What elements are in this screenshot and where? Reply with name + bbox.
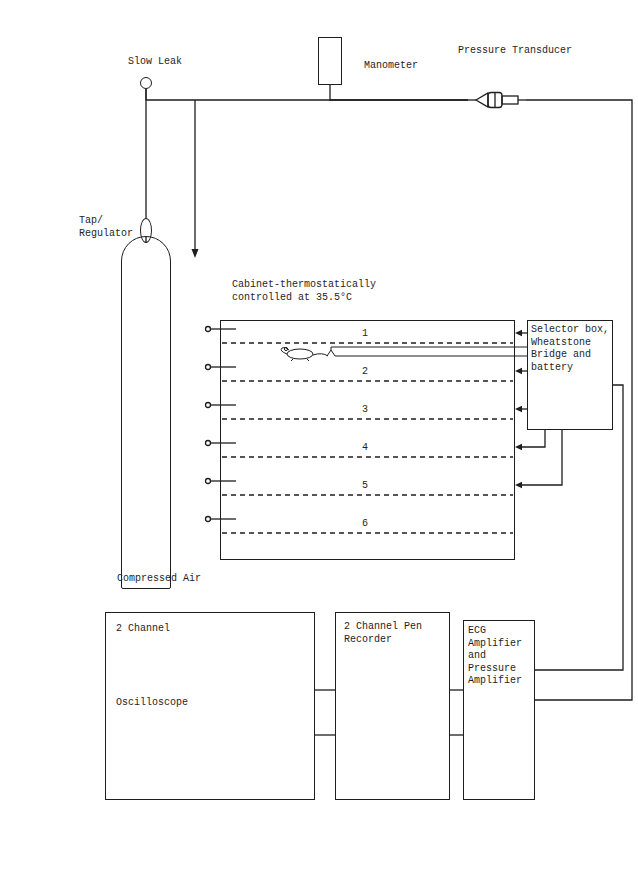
shelf-number: 6: [362, 518, 368, 531]
amplifier-box: ECG Amplifier and Pressure Amplifier: [463, 620, 535, 800]
node-label: Compressed Air: [117, 573, 201, 586]
transducer-symbol: [468, 91, 526, 109]
connector-line: [330, 85, 468, 100]
manometer-tube: Manometer: [318, 37, 342, 85]
connector-line: [146, 89, 468, 100]
valve-symbol: Tap/ Regulator: [140, 218, 152, 243]
gas-cylinder: Compressed Air: [121, 236, 171, 589]
connector-line: [526, 100, 632, 700]
connector-arrow: [515, 368, 527, 374]
shelf-number: 3: [362, 404, 368, 417]
shelf-number: 4: [362, 442, 368, 455]
node-label: 2 Channel Pen Recorder: [344, 621, 441, 646]
connector-arrow: [515, 330, 527, 336]
connector-arrow: [515, 430, 562, 488]
node-label: Selector box, Wheatstone Bridge and batt…: [531, 324, 609, 374]
connector-arrow: [515, 430, 545, 450]
shelf-lines: [222, 343, 513, 533]
recorder-box: 2 Channel Pen Recorder: [335, 612, 450, 800]
mouse-drawing: [281, 347, 328, 361]
connector-line: [146, 236, 147, 243]
node-sublabel: Oscilloscope: [116, 697, 188, 710]
shelf-number: 1: [362, 328, 368, 341]
node-label: ECG Amplifier and Pressure Amplifier: [468, 625, 530, 688]
node-label: Tap/ Regulator: [79, 215, 137, 240]
node-label: Manometer: [364, 60, 418, 73]
connector-line: [450, 690, 463, 691]
electrode-wires: [327, 347, 527, 356]
selector-box: Selector box, Wheatstone Bridge and batt…: [527, 320, 613, 430]
connector-line: [315, 735, 335, 736]
connector-line: [315, 690, 335, 691]
shelf-number: 2: [362, 366, 368, 379]
connector-line: [146, 89, 147, 218]
connector-arrow: [515, 406, 527, 412]
valve-symbol: Slow Leak: [140, 77, 152, 89]
connector-line: [450, 735, 463, 736]
node-label: Slow Leak: [128, 56, 182, 69]
shelf-number: 5: [362, 480, 368, 493]
oscilloscope-box: 2 ChannelOscilloscope: [105, 612, 315, 800]
air-inlet-arrow: [192, 100, 199, 258]
node-label: 2 Channel: [116, 623, 304, 636]
connector-line: [535, 385, 623, 670]
pressure-transducer: Pressure Transducer: [468, 91, 526, 109]
node-label: Cabinet-thermostatically controlled at 3…: [232, 279, 384, 304]
node-label: Pressure Transducer: [458, 45, 572, 58]
